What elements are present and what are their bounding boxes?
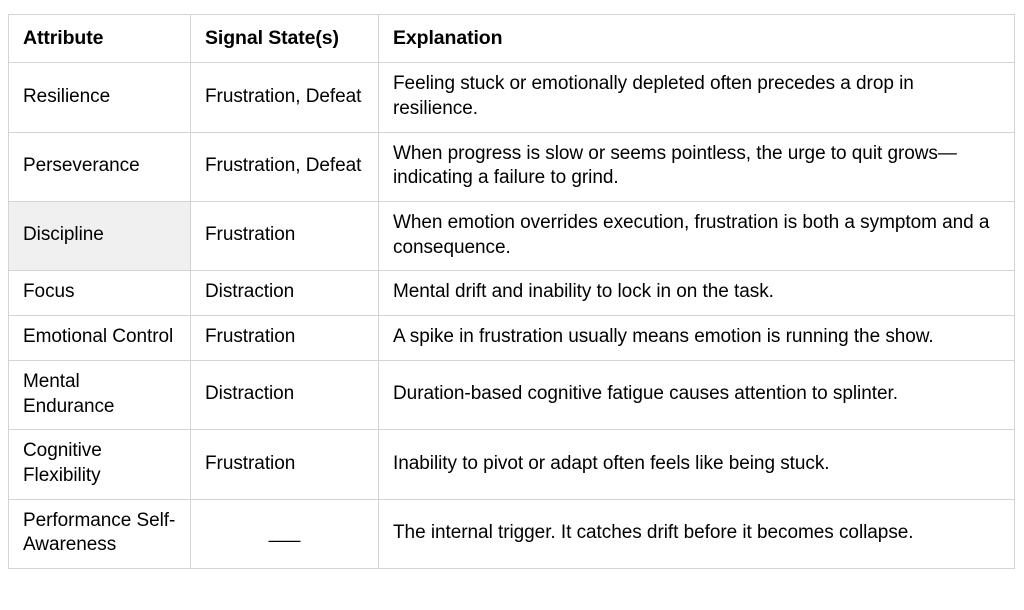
cell-attribute: Mental Endurance <box>8 359 191 431</box>
cell-explanation: When emotion overrides execution, frustr… <box>378 201 1015 272</box>
cell-signal-state: Frustration <box>190 201 379 272</box>
column-header-explanation: Explanation <box>378 13 1015 64</box>
cell-explanation: Inability to pivot or adapt often feels … <box>378 429 1015 500</box>
cell-signal-state: Distraction <box>190 359 379 431</box>
cell-attribute: Perseverance <box>8 131 191 203</box>
cell-attribute: Cognitive Flexibility <box>8 429 191 500</box>
table-row: Performance Self-Awareness___The interna… <box>8 498 1015 569</box>
cell-signal-state: Distraction <box>190 270 379 317</box>
cell-signal-state: Frustration <box>190 429 379 500</box>
cell-attribute: Performance Self-Awareness <box>8 498 191 569</box>
cell-explanation: Feeling stuck or emotionally depleted of… <box>378 62 1015 133</box>
cell-signal-state: ___ <box>190 498 379 569</box>
cell-explanation: When progress is slow or seems pointless… <box>378 131 1015 203</box>
cell-signal-state: Frustration <box>190 315 379 361</box>
table-header-row: Attribute Signal State(s) Explanation <box>8 13 1015 64</box>
cell-explanation: The internal trigger. It catches drift b… <box>378 498 1015 569</box>
column-header-signal-state: Signal State(s) <box>190 13 379 64</box>
table-header: Attribute Signal State(s) Explanation <box>8 13 1015 64</box>
cell-signal-state: Frustration, Defeat <box>190 131 379 203</box>
cell-attribute: Resilience <box>8 62 191 133</box>
cell-attribute: Emotional Control <box>8 315 191 361</box>
cell-attribute: Discipline <box>8 201 191 272</box>
column-header-attribute: Attribute <box>8 13 191 64</box>
cell-signal-state: Frustration, Defeat <box>190 62 379 133</box>
attribute-signal-table: Attribute Signal State(s) Explanation Re… <box>8 13 1015 569</box>
cell-explanation: Mental drift and inability to lock in on… <box>378 270 1015 317</box>
cell-explanation: Duration-based cognitive fatigue causes … <box>378 359 1015 431</box>
attribute-signal-table-container: Attribute Signal State(s) Explanation Re… <box>8 13 1015 569</box>
cell-explanation: A spike in frustration usually means emo… <box>378 315 1015 361</box>
cell-attribute: Focus <box>8 270 191 317</box>
